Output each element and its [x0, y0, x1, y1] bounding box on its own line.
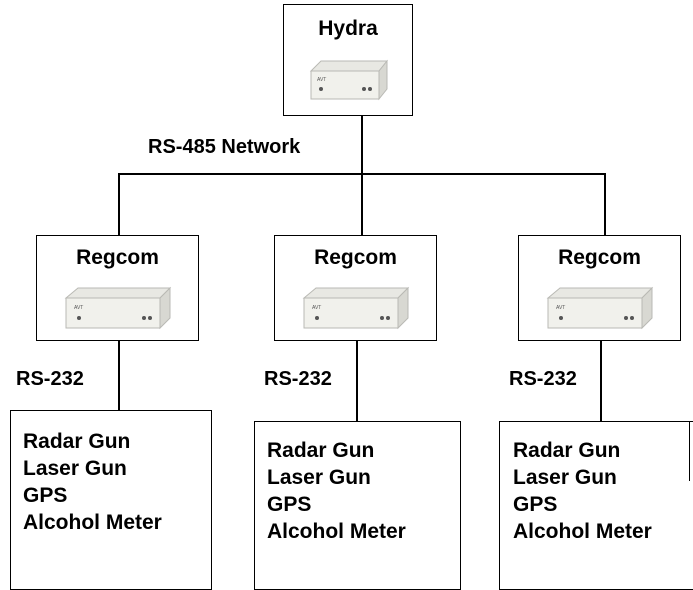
regcom-box-2: Regcom AVT — [274, 235, 437, 341]
link-label-3: RS-232 — [509, 368, 577, 390]
device-item: Radar Gun — [23, 430, 131, 453]
regcom-title-1: Regcom — [76, 246, 159, 269]
device-item: Alcohol Meter — [513, 520, 652, 543]
link-label-2: RS-232 — [264, 368, 332, 390]
svg-text:AVT: AVT — [317, 77, 326, 83]
device-list-box-1: Radar Gun Laser Gun GPS Alcohol Meter — [10, 410, 212, 590]
device-item: GPS — [23, 484, 68, 507]
link-line-1 — [118, 341, 120, 410]
hydra-device-icon: AVT — [309, 57, 389, 103]
svg-text:AVT: AVT — [556, 305, 565, 311]
device-item: Laser Gun — [513, 466, 617, 489]
hydra-title: Hydra — [318, 17, 378, 40]
device-list-box-3: Radar Gun Laser Gun GPS Alcohol Meter — [499, 421, 693, 590]
device-item: GPS — [513, 493, 558, 516]
regcom-device-icon-1: AVT — [64, 284, 174, 334]
branch-drop-1 — [118, 173, 120, 236]
device-item: Radar Gun — [267, 439, 375, 462]
hydra-box: Hydra AVT — [283, 4, 413, 116]
device-item: Alcohol Meter — [23, 511, 162, 534]
right-edge-line — [689, 421, 690, 481]
regcom-title-3: Regcom — [558, 246, 641, 269]
device-list-2: Radar Gun Laser Gun GPS Alcohol Meter — [267, 437, 406, 545]
device-item: Laser Gun — [267, 466, 371, 489]
device-list-3: Radar Gun Laser Gun GPS Alcohol Meter — [513, 437, 652, 545]
device-list-1: Radar Gun Laser Gun GPS Alcohol Meter — [23, 428, 162, 536]
link-label-1: RS-232 — [16, 368, 84, 390]
regcom-box-3: Regcom AVT — [518, 235, 681, 341]
hub-trunk-line — [361, 116, 363, 174]
device-list-box-2: Radar Gun Laser Gun GPS Alcohol Meter — [254, 421, 461, 590]
regcom-box-1: Regcom AVT — [36, 235, 199, 341]
network-label: RS-485 Network — [148, 136, 301, 158]
branch-drop-3 — [604, 173, 606, 236]
branch-drop-2 — [361, 173, 363, 236]
regcom-device-icon-2: AVT — [302, 284, 412, 334]
device-item: Radar Gun — [513, 439, 621, 462]
regcom-title-2: Regcom — [314, 246, 397, 269]
svg-text:AVT: AVT — [74, 305, 83, 311]
regcom-device-icon-3: AVT — [546, 284, 656, 334]
device-item: Laser Gun — [23, 457, 127, 480]
link-line-2 — [356, 341, 358, 422]
link-line-3 — [600, 341, 602, 422]
device-item: GPS — [267, 493, 312, 516]
device-item: Alcohol Meter — [267, 520, 406, 543]
svg-text:AVT: AVT — [312, 305, 321, 311]
